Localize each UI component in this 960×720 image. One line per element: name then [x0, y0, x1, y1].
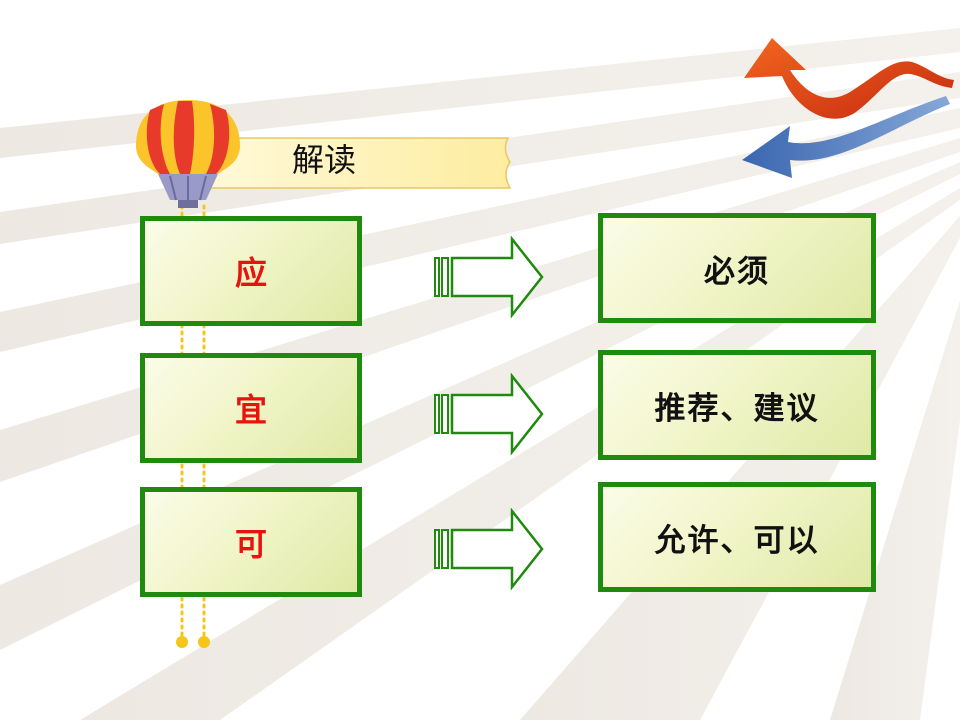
swoosh-arrows-icon — [742, 38, 954, 178]
meaning-label: 允许、可以 — [654, 522, 820, 559]
right-arrow-icon — [434, 236, 544, 319]
title-banner — [207, 137, 512, 189]
term-box: 宜 — [140, 353, 362, 463]
term-label: 应 — [234, 254, 267, 292]
term-label: 可 — [234, 525, 267, 563]
meaning-box: 必须 — [598, 213, 876, 323]
string-end-dot — [176, 636, 188, 648]
term-label: 宜 — [234, 391, 267, 429]
right-arrow-icon — [434, 508, 544, 591]
page-title: 解读 — [292, 141, 357, 179]
meaning-box: 推荐、建议 — [598, 350, 876, 460]
string-end-dot — [198, 636, 210, 648]
meaning-label: 推荐、建议 — [654, 390, 820, 427]
term-box: 应 — [140, 216, 362, 326]
meaning-box: 允许、可以 — [598, 482, 876, 592]
hot-air-balloon-icon — [136, 100, 240, 208]
meaning-label: 必须 — [704, 253, 770, 290]
term-box: 可 — [140, 487, 362, 597]
right-arrow-icon — [434, 373, 544, 456]
